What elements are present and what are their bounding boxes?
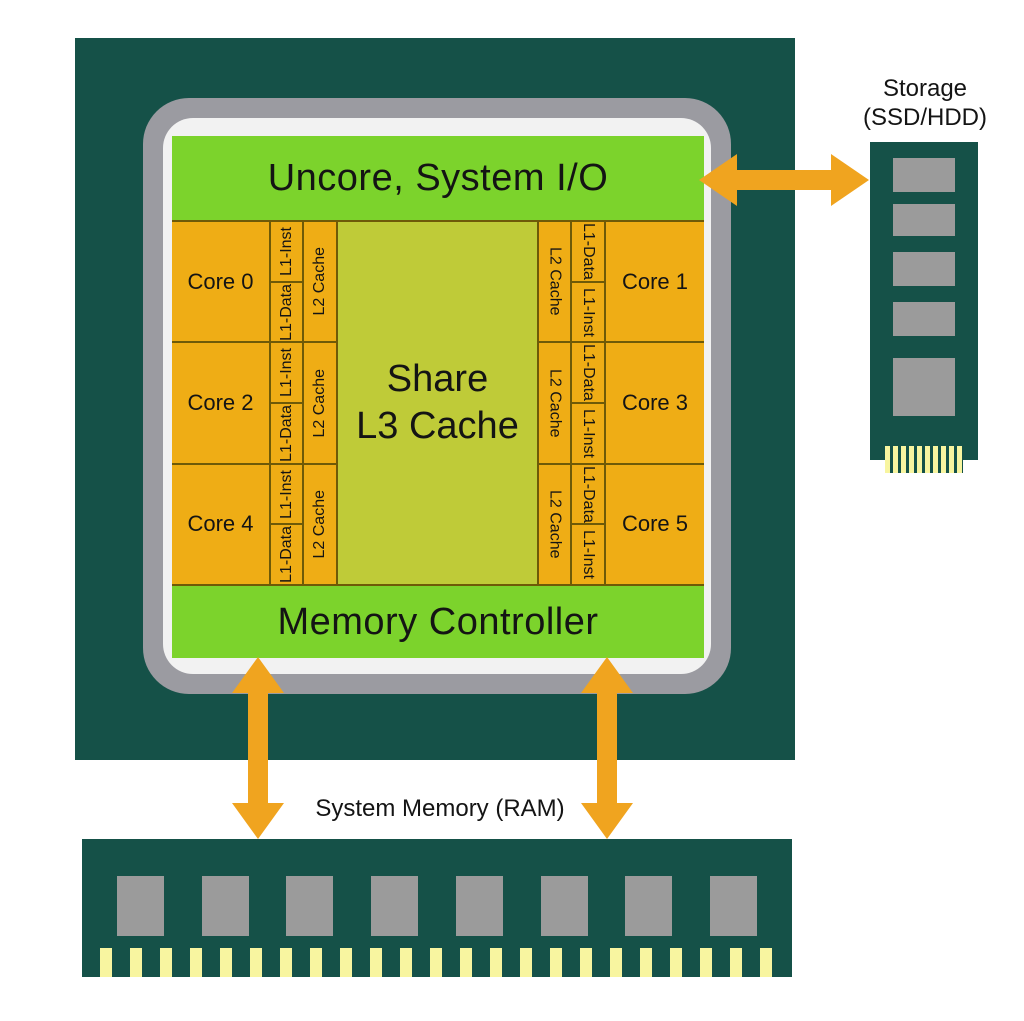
l3-label-line2: L3 Cache: [356, 405, 519, 447]
l1-label: L1-Inst: [277, 469, 295, 519]
storage-chip: [893, 158, 955, 192]
core-3-l1-inst: L1-Inst: [572, 403, 604, 463]
l1-label: L1-Inst: [580, 287, 597, 337]
core-3-l2-cache: L2 Cache: [539, 343, 570, 463]
storage-label-line2: (SSD/HDD): [863, 104, 987, 131]
l2-label: L2 Cache: [546, 490, 564, 559]
core-1-l2-cache: L2 Cache: [539, 222, 570, 342]
memory-controller-block: Memory Controller: [172, 586, 704, 658]
l1-label: L1-Data: [580, 465, 597, 523]
l1-label: L1-Inst: [580, 408, 597, 458]
ram-chip: [709, 876, 757, 936]
core-5-l1-inst: L1-Inst: [572, 525, 604, 584]
core-0-l1-caches: L1-Inst L1-Data: [271, 222, 302, 342]
core-4-l1-inst: L1-Inst: [271, 464, 302, 524]
core-5-l1-caches: L1-Data L1-Inst: [572, 464, 604, 584]
core-0-block: Core 0: [172, 222, 269, 342]
storage-drive: [870, 142, 978, 473]
core-5-block: Core 5: [606, 464, 704, 584]
core-5-l1-data: L1-Data: [572, 464, 604, 524]
storage-label-line1: Storage: [882, 75, 968, 102]
core-3-l1-data: L1-Data: [572, 343, 604, 402]
l1-label: L1-Data: [277, 404, 295, 462]
uncore-system-io-block: Uncore, System I/O: [172, 136, 704, 220]
core-4-l1-caches: L1-Inst L1-Data: [271, 464, 302, 584]
ram-connector-pins: [100, 948, 774, 977]
core-1-l1-inst: L1-Inst: [572, 282, 604, 342]
storage-label: Storage (SSD/HDD): [845, 74, 1005, 132]
core-1-l1-data: L1-Data: [572, 222, 604, 281]
core-0-l2-cache: L2 Cache: [304, 222, 336, 342]
storage-chip: [893, 358, 955, 416]
core-0-l1-data: L1-Data: [271, 282, 302, 342]
l2-label: L2 Cache: [546, 247, 564, 316]
ram-chip: [540, 876, 588, 936]
cpu-die-substrate: Uncore, System I/O Share L3 Cache Core 0…: [143, 98, 731, 694]
l1-label: L1-Data: [580, 344, 597, 402]
ram-chip: [371, 876, 419, 936]
l2-label: L2 Cache: [311, 368, 328, 438]
cpu-package: Uncore, System I/O Share L3 Cache Core 0…: [75, 38, 795, 760]
ram-chip-row: [117, 876, 757, 936]
l1-label: L1-Inst: [580, 530, 597, 580]
ram-label: System Memory (RAM): [315, 795, 565, 822]
core-2-l1-caches: L1-Inst L1-Data: [271, 343, 302, 463]
core-5-l2-cache: L2 Cache: [539, 464, 570, 584]
ram-chip: [455, 876, 503, 936]
l1-label: L1-Inst: [277, 348, 295, 398]
core-4-block: Core 4: [172, 464, 269, 584]
l1-label: L1-Data: [277, 526, 295, 584]
ram-chip: [201, 876, 249, 936]
ram-chip: [117, 876, 164, 936]
l1-label: L1-Data: [277, 283, 295, 341]
storage-chip: [893, 302, 955, 336]
ram-chip: [286, 876, 334, 936]
l2-label: L2 Cache: [546, 368, 564, 438]
storage-connector: [870, 446, 978, 473]
core-3-block: Core 3: [606, 343, 704, 463]
core-0-l1-inst: L1-Inst: [271, 222, 302, 281]
core-2-l1-data: L1-Data: [271, 403, 302, 463]
core-2-l2-cache: L2 Cache: [304, 343, 336, 463]
cores-grid: Share L3 Cache Core 0 L1-Inst L1-Data L2…: [172, 222, 704, 584]
l2-label: L2 Cache: [311, 490, 328, 559]
core-4-l2-cache: L2 Cache: [304, 464, 336, 584]
l1-label: L1-Inst: [277, 226, 295, 276]
storage-connector-foot: [963, 446, 978, 460]
shared-l3-cache-block: Share L3 Cache: [338, 222, 537, 584]
core-1-l1-caches: L1-Data L1-Inst: [572, 222, 604, 342]
storage-connector-foot: [870, 446, 885, 460]
l1-label: L1-Data: [580, 222, 597, 280]
cpu-die: Uncore, System I/O Share L3 Cache Core 0…: [172, 136, 704, 658]
cpu-die-inner-ring: Uncore, System I/O Share L3 Cache Core 0…: [163, 118, 711, 674]
storage-chip: [893, 204, 955, 236]
ram-chip: [625, 876, 673, 936]
core-2-l1-inst: L1-Inst: [271, 343, 302, 402]
core-4-l1-data: L1-Data: [271, 525, 302, 584]
core-3-l1-caches: L1-Data L1-Inst: [572, 343, 604, 463]
storage-connector-pins: [885, 446, 963, 473]
ram-module: [82, 839, 792, 977]
storage-chip: [893, 252, 955, 286]
core-1-block: Core 1: [606, 222, 704, 342]
core-2-block: Core 2: [172, 343, 269, 463]
l2-label: L2 Cache: [311, 247, 328, 316]
storage-pcb: [870, 142, 978, 446]
l3-label-line1: Share: [386, 357, 489, 400]
